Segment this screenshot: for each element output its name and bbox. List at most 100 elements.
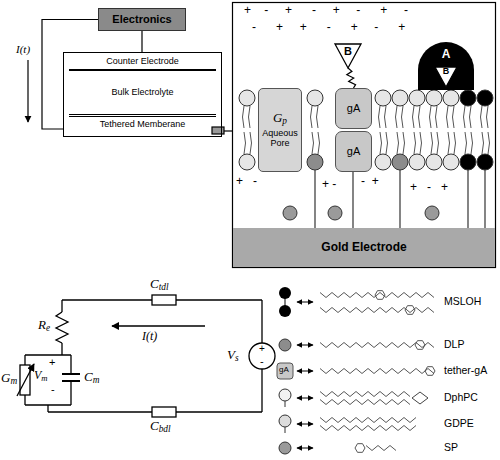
charge-signs: + - xyxy=(322,178,336,191)
legend-sample xyxy=(279,305,291,317)
lipid-tail xyxy=(482,132,484,154)
capacitor-symbol xyxy=(152,407,176,417)
node-text: gA xyxy=(347,145,360,157)
electronics-box: Electronics xyxy=(98,8,186,31)
lipid-tail xyxy=(448,132,450,154)
lipid-head xyxy=(477,154,493,170)
cell-box: Counter ElectrodeBulk ElectrolyteTethere… xyxy=(63,52,222,137)
chemical-structure xyxy=(320,400,410,405)
connector-wire xyxy=(347,68,356,88)
equivalent-circuit xyxy=(61,343,62,355)
antigen-b-triangle: B xyxy=(434,66,458,88)
equivalent-circuit xyxy=(48,411,152,412)
chemical-ring xyxy=(425,367,435,376)
lipid-tail xyxy=(464,106,466,128)
component-label: Vs xyxy=(227,348,239,362)
lipid-head xyxy=(426,154,442,170)
triangle-outline xyxy=(435,67,457,87)
equivalent-circuit xyxy=(176,299,262,300)
legend-text: DphPC xyxy=(444,392,478,404)
legend-arrow xyxy=(297,424,313,425)
node-text: gA xyxy=(347,102,360,114)
current-arrow xyxy=(112,325,205,326)
current-label: I(t) xyxy=(142,330,157,343)
lipid-tail xyxy=(413,106,415,128)
lipid-tail xyxy=(397,132,399,154)
legend-arrow xyxy=(297,302,313,303)
chemical-structure xyxy=(366,446,396,451)
lipid-tail xyxy=(436,106,438,128)
zoom-wire xyxy=(224,130,232,131)
lipid-head xyxy=(443,90,459,106)
capacitor-symbol xyxy=(62,373,80,375)
antibody-a-dome: AB xyxy=(418,42,474,90)
legend-sample xyxy=(279,442,291,454)
equivalent-circuit xyxy=(176,411,262,412)
lipid-tail xyxy=(447,106,449,128)
lipid-head xyxy=(392,154,408,170)
triangle-outline xyxy=(335,44,361,68)
lipid-tail xyxy=(465,132,467,154)
node-text: Gp xyxy=(273,111,287,125)
lipid-tail xyxy=(318,132,320,154)
lipid-tail xyxy=(402,106,404,128)
lipid-head xyxy=(307,154,323,170)
node-text: Tethered Memberane xyxy=(69,114,216,130)
lipid-head xyxy=(375,154,391,170)
component-label: Cbdl xyxy=(150,419,171,433)
tether-line xyxy=(467,170,468,228)
lipid-tail xyxy=(403,132,405,154)
lipid-tail xyxy=(481,106,483,128)
component-label: Ctdl xyxy=(150,277,169,291)
lipid-tail xyxy=(471,132,473,154)
component-label: tdl xyxy=(159,282,169,292)
lipid-tail xyxy=(380,132,382,154)
equivalent-circuit xyxy=(17,295,275,417)
lipid-head xyxy=(409,90,425,106)
component-label: m xyxy=(10,376,17,386)
legend-text: GDPE xyxy=(444,418,474,430)
charge-signs: - + + - + - + xyxy=(252,21,405,34)
polarity-sign: + xyxy=(259,343,265,354)
node-text: B xyxy=(443,67,450,77)
polarity-sign: + xyxy=(49,356,55,368)
equivalent-circuit xyxy=(17,364,34,396)
lipid-tail xyxy=(470,106,472,128)
lipid-tail xyxy=(419,106,421,128)
chemical-structure xyxy=(320,418,416,423)
lipid-head xyxy=(375,90,391,106)
node-text: Counter Electrode xyxy=(69,57,216,71)
lipid-head xyxy=(443,154,459,170)
lipid-head xyxy=(307,90,323,106)
equivalent-circuit xyxy=(61,300,62,312)
lipid-tail xyxy=(437,132,439,154)
chemical-structure xyxy=(320,343,434,348)
component-label: C xyxy=(84,369,93,384)
lipid-head xyxy=(426,90,442,106)
lipid-head xyxy=(409,154,425,170)
lipid-head xyxy=(460,154,476,170)
spacer-molecule xyxy=(328,206,342,220)
spacer-molecule xyxy=(283,206,297,220)
legend-text: DLP xyxy=(444,339,464,351)
tether-line xyxy=(352,170,353,228)
component-label: Gm xyxy=(1,371,17,385)
aqueous-pore-box: GpAqueous Pore xyxy=(258,88,302,172)
legend-sample-text: gA xyxy=(279,366,289,375)
legend-sample xyxy=(285,401,286,407)
legend-arrow xyxy=(297,371,313,372)
legend-text: SP xyxy=(444,442,458,454)
chemical-structure xyxy=(320,369,434,374)
gold-electrode-band: Gold Electrode xyxy=(233,228,495,267)
lipid-head xyxy=(392,90,408,106)
component-label: s xyxy=(235,353,239,363)
legend-sample xyxy=(277,363,293,379)
legend-sample xyxy=(279,389,291,401)
capacitor-symbol xyxy=(152,295,176,305)
component-label: m xyxy=(41,373,47,383)
equivalent-circuit xyxy=(25,404,71,405)
lipid-tail xyxy=(454,132,456,154)
component-label: Cm xyxy=(84,370,99,384)
legend-arrow xyxy=(297,345,313,346)
